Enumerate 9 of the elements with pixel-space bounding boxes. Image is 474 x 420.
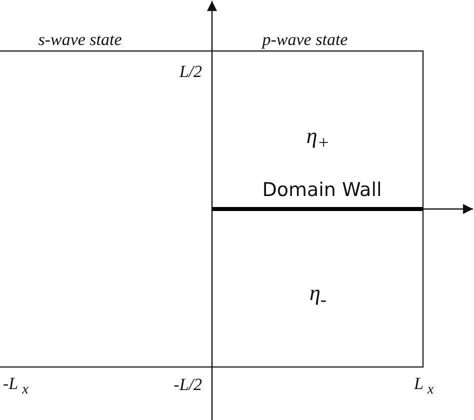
axis-label: L $_{x}$ <box>414 375 434 397</box>
domain-wall-label: Domain Wall <box>262 181 382 200</box>
axis-label: L/2 <box>179 63 202 80</box>
axis-label: -L/2 <box>174 376 202 393</box>
region-label: p-wave state <box>262 31 348 48</box>
order-parameter-label: η$_{+}$ <box>306 125 330 152</box>
order-parameter-label: η$_{-}$ <box>309 282 327 309</box>
axis-label: -L $_{x}$ <box>3 375 28 397</box>
region-label: s-wave state <box>38 31 122 48</box>
